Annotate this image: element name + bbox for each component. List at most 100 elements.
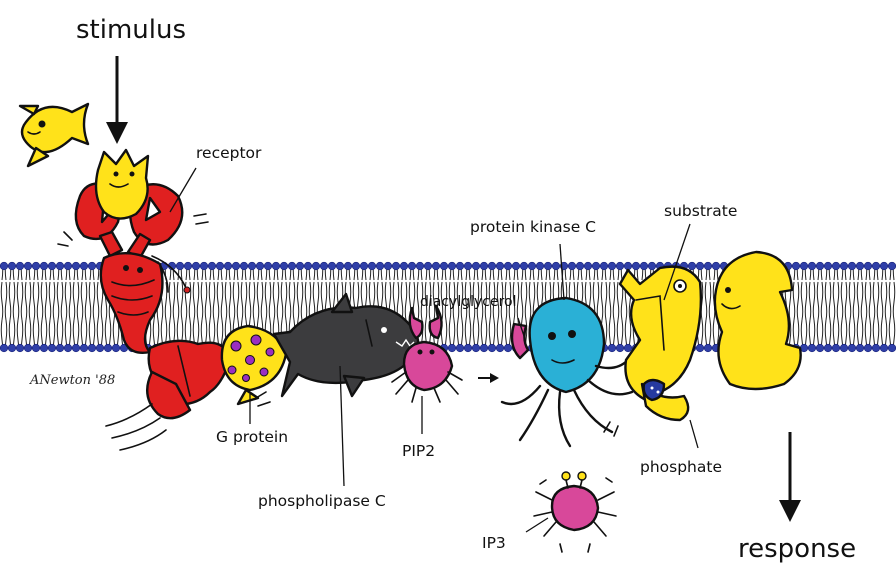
- membrane-head-top: [568, 262, 576, 270]
- membrane-head-top: [880, 262, 888, 270]
- membrane-head-top: [616, 262, 624, 270]
- membrane-head-top: [232, 262, 240, 270]
- phospholipase-c-label: phospholipase C: [258, 492, 386, 510]
- membrane-head-top: [184, 262, 192, 270]
- membrane-head-bottom: [808, 344, 816, 352]
- membrane-head-bottom: [888, 344, 896, 352]
- membrane-head-top: [272, 262, 280, 270]
- ip3-crab: [534, 472, 616, 552]
- bound-ligand-fish: [96, 150, 148, 219]
- membrane-head-bottom: [16, 344, 24, 352]
- membrane-head-top: [888, 262, 896, 270]
- membrane-head-top: [544, 262, 552, 270]
- membrane-head-top: [176, 262, 184, 270]
- membrane-head-bottom: [816, 344, 824, 352]
- membrane-head-top: [328, 262, 336, 270]
- membrane-head-bottom: [80, 344, 88, 352]
- membrane-head-bottom: [504, 344, 512, 352]
- membrane-head-top: [48, 262, 56, 270]
- membrane-head-bottom: [624, 344, 632, 352]
- membrane-head-top: [288, 262, 296, 270]
- membrane-head-top: [584, 262, 592, 270]
- membrane-head-bottom: [88, 344, 96, 352]
- membrane-head-top: [456, 262, 464, 270]
- membrane-head-bottom: [848, 344, 856, 352]
- membrane-head-bottom: [704, 344, 712, 352]
- membrane-head-top: [688, 262, 696, 270]
- membrane-head-bottom: [104, 344, 112, 352]
- phosphate-label: phosphate: [640, 458, 722, 476]
- membrane-head-bottom: [864, 344, 872, 352]
- membrane-head-top: [608, 262, 616, 270]
- g-protein-label: G protein: [216, 428, 288, 446]
- membrane-head-top: [64, 262, 72, 270]
- membrane-head-top: [32, 262, 40, 270]
- membrane-head-top: [520, 262, 528, 270]
- artist-signature: ANewton '88: [29, 373, 115, 388]
- membrane-head-top: [8, 262, 16, 270]
- membrane-head-bottom: [448, 344, 456, 352]
- membrane-head-top: [832, 262, 840, 270]
- membrane-head-bottom: [64, 344, 72, 352]
- membrane-head-top: [200, 262, 208, 270]
- diacylglycerol-label: diacylglycerol: [420, 294, 517, 310]
- membrane-head-bottom: [496, 344, 504, 352]
- membrane-head-bottom: [48, 344, 56, 352]
- membrane-head-top: [496, 262, 504, 270]
- membrane-head-top: [280, 262, 288, 270]
- membrane-head-top: [856, 262, 864, 270]
- membrane-head-bottom: [112, 344, 120, 352]
- membrane-head-top: [336, 262, 344, 270]
- membrane-head-bottom: [32, 344, 40, 352]
- membrane-head-top: [816, 262, 824, 270]
- membrane-head-bottom: [0, 344, 8, 352]
- receptor-label: receptor: [196, 144, 262, 162]
- stimulus-arrow: [106, 56, 128, 144]
- substrate-label: substrate: [664, 202, 737, 220]
- membrane-head-top: [0, 262, 8, 270]
- membrane-head-top: [264, 262, 272, 270]
- membrane-head-top: [208, 262, 216, 270]
- membrane-head-top: [632, 262, 640, 270]
- membrane-head-bottom: [480, 344, 488, 352]
- membrane-head-top: [304, 262, 312, 270]
- membrane-head-top: [536, 262, 544, 270]
- membrane-head-top: [312, 262, 320, 270]
- membrane-head-top: [408, 262, 416, 270]
- membrane-head-top: [864, 262, 872, 270]
- membrane-head-bottom: [24, 344, 32, 352]
- membrane-head-top: [440, 262, 448, 270]
- membrane-head-bottom: [40, 344, 48, 352]
- pip2-label: PIP2: [402, 442, 435, 460]
- membrane-head-top: [792, 262, 800, 270]
- membrane-head-top: [472, 262, 480, 270]
- membrane-head-top: [192, 262, 200, 270]
- membrane-head-bottom: [824, 344, 832, 352]
- membrane-head-bottom: [608, 344, 616, 352]
- membrane-head-top: [224, 262, 232, 270]
- membrane-head-bottom: [696, 344, 704, 352]
- membrane-head-top: [16, 262, 24, 270]
- membrane-head-top: [240, 262, 248, 270]
- membrane-head-top: [840, 262, 848, 270]
- membrane-head-top: [512, 262, 520, 270]
- membrane-head-top: [808, 262, 816, 270]
- membrane-head-bottom: [832, 344, 840, 352]
- membrane-head-bottom: [840, 344, 848, 352]
- membrane-head-top: [648, 262, 656, 270]
- membrane-head-top: [344, 262, 352, 270]
- membrane-head-top: [80, 262, 88, 270]
- membrane-head-top: [504, 262, 512, 270]
- membrane-head-top: [216, 262, 224, 270]
- membrane-head-top: [696, 262, 704, 270]
- response-arrow: [779, 432, 801, 522]
- free-ligand-fish: [20, 104, 88, 166]
- membrane-head-bottom: [456, 344, 464, 352]
- response-label: response: [738, 534, 856, 564]
- membrane-head-top: [40, 262, 48, 270]
- membrane-head-bottom: [464, 344, 472, 352]
- small-arrow: [478, 373, 499, 383]
- membrane-head-top: [624, 262, 632, 270]
